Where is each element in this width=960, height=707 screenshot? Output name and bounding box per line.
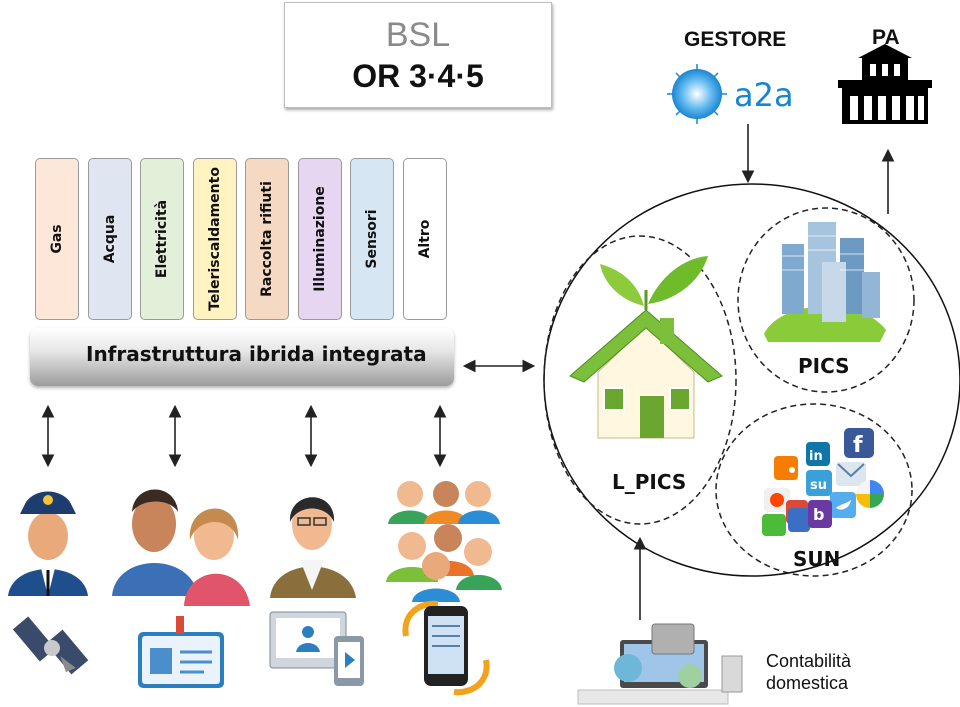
house-icon: [569, 256, 723, 439]
couple-icon: [112, 489, 250, 606]
svg-text:su: su: [810, 478, 827, 493]
city-buildings-icon: [764, 222, 886, 342]
pa-label: PA: [872, 26, 900, 44]
column-elettricita: Elettricità: [140, 158, 184, 320]
city-hall-icon: [838, 44, 932, 124]
column-altro: Altro: [403, 158, 447, 320]
sun-label: SUN: [793, 547, 841, 571]
l-pics-label: L_PICS: [612, 470, 687, 494]
linkedin-icon: [806, 442, 830, 466]
group-icon: [386, 481, 502, 602]
bsl-box: BSL OR 3·4·5: [284, 2, 552, 108]
police-officer-icon: [8, 491, 88, 596]
column-gas: Gas: [35, 158, 79, 320]
facebook-icon: [844, 428, 874, 458]
column-raccolta-rifiuti: Raccolta rifiuti: [245, 158, 289, 320]
column-acqua: Acqua: [88, 158, 132, 320]
l-pics-circle: [543, 235, 737, 525]
infrastructure-label: Infrastruttura ibrida integrata: [86, 342, 427, 366]
social-icons-cluster: f in su b: [762, 428, 884, 536]
bsl-subtitle: OR 3·4·5: [352, 58, 484, 94]
stumbleupon-icon: [806, 470, 832, 496]
woman-icon: [270, 497, 356, 598]
column-teleriscaldamento: Teleriscaldamento: [193, 158, 237, 320]
svg-text:b: b: [813, 505, 824, 524]
contabilita-label: Contabilità domestica: [766, 650, 851, 694]
bsl-title: BSL: [385, 16, 451, 54]
column-illuminazione: Illuminazione: [298, 158, 342, 320]
computer-network-icon: [577, 623, 743, 705]
gestore-label: GESTORE: [684, 28, 787, 51]
svg-text:f: f: [853, 433, 863, 458]
contabilita-line2: domestica: [766, 673, 849, 693]
video-devices-icon: [269, 611, 364, 686]
satellite-icon: [12, 616, 89, 675]
myspace-icon: [788, 508, 810, 532]
chat-icon: [762, 514, 786, 536]
a2a-logo-text: a2a: [734, 76, 794, 114]
contabilita-line1: Contabilità: [766, 651, 852, 671]
sun-circle: [715, 403, 913, 577]
column-sensori: Sensori: [350, 158, 394, 320]
pics-circle: [737, 207, 915, 393]
smartphone-sync-icon: [402, 600, 490, 696]
svg-text:in: in: [809, 449, 823, 464]
infrastructure-bar: Infrastruttura ibrida integrata: [30, 328, 454, 386]
id-card-icon: [138, 616, 224, 688]
a2a-logo-icon: a2a: [667, 64, 794, 124]
pics-label: PICS: [798, 354, 850, 378]
b-icon: [808, 500, 832, 528]
rss-icon: [774, 456, 798, 480]
